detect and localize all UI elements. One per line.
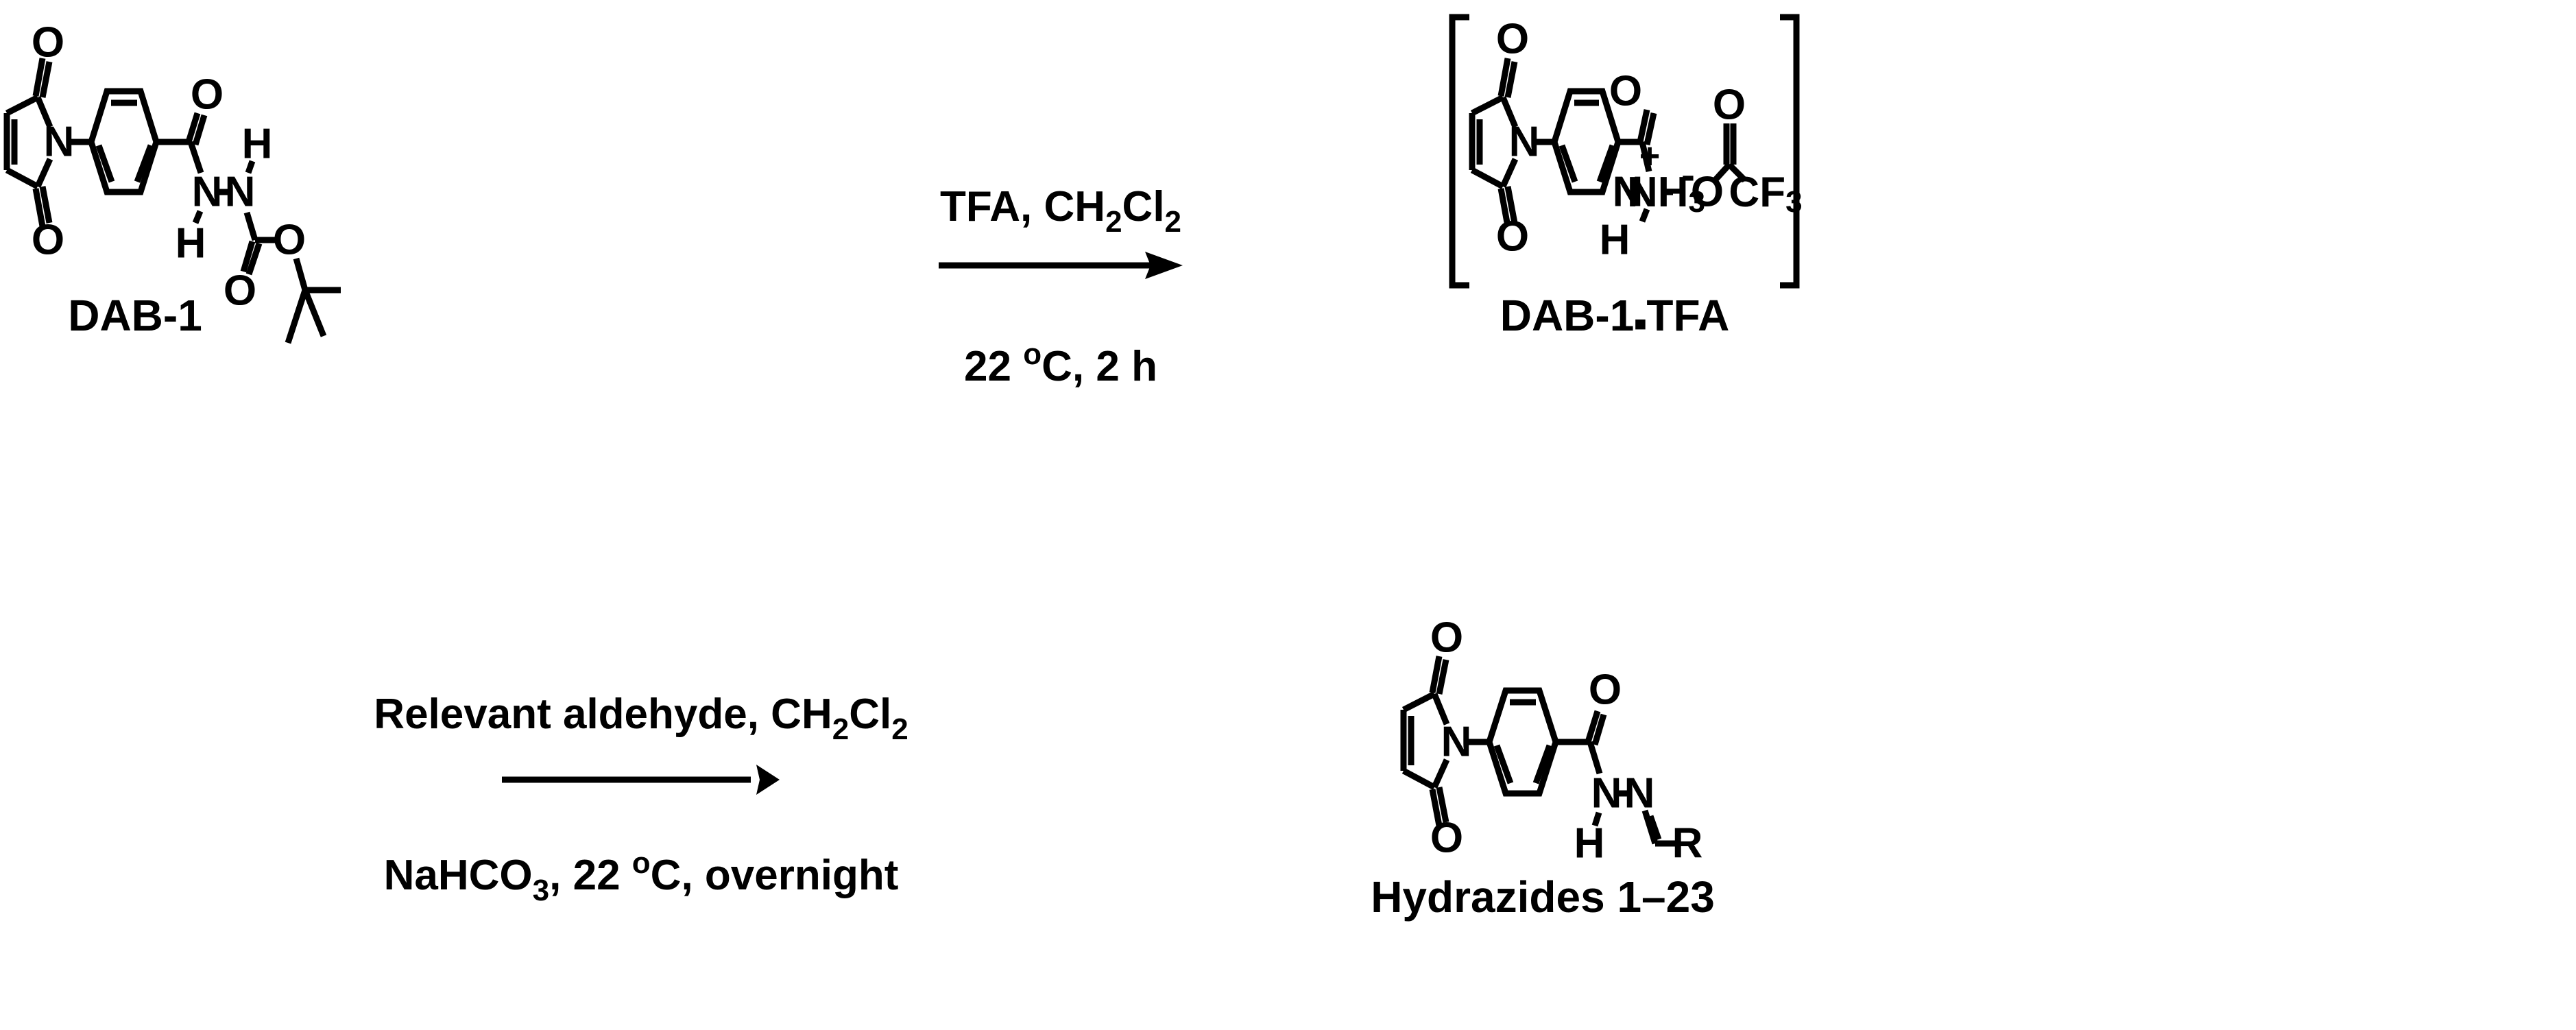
atom-n: N	[1624, 770, 1655, 817]
bracket-left	[1449, 14, 1469, 289]
reaction-step-2: Relevant aldehyde, CH2Cl2 NaHCO3, 22 oC,…	[374, 691, 908, 907]
conditions-above: Relevant aldehyde, CH2Cl2	[374, 691, 908, 746]
atom-n: N	[1441, 719, 1472, 766]
atom-o: O	[1496, 16, 1529, 63]
atom-o: O	[1496, 213, 1529, 261]
atom-h: H	[1600, 217, 1630, 264]
atom-n: N	[192, 169, 223, 216]
atom-o: O	[1713, 82, 1746, 129]
compound-dab1: O O N O N H N H O O DAB-1	[3, 19, 341, 344]
atom-n: N	[44, 119, 75, 166]
compound-dab1-tfa: O O N O N H NH3 + - O O CF3 DAB-1■TFA	[1449, 14, 1803, 340]
atom-n: N	[1613, 169, 1644, 216]
atom-o: O	[1589, 667, 1622, 714]
atom-r: R	[1672, 820, 1703, 867]
atom-o: O	[32, 217, 64, 264]
compound-hydrazides: O O N O N H N R Hydrazides 1–23	[1371, 614, 1715, 922]
compound-label: DAB-1■TFA	[1500, 291, 1730, 340]
conditions-below: 22 oC, 2 h	[964, 337, 1157, 390]
compound-label: Hydrazides 1–23	[1371, 872, 1715, 922]
arrowhead-icon	[756, 765, 780, 795]
conditions-below: NaHCO3, 22 oC, overnight	[384, 846, 899, 907]
charge-plus: +	[1639, 136, 1660, 176]
atom-h: H	[176, 220, 206, 267]
atom-o: O	[273, 217, 306, 264]
atom-h: H	[242, 121, 273, 168]
atom-h: H	[1574, 820, 1605, 867]
atom-o: O	[191, 71, 224, 119]
atom-o: O	[1691, 169, 1724, 216]
atom-o: O	[1430, 614, 1463, 662]
atom-n: N	[1509, 119, 1540, 166]
charge-minus: -	[1681, 152, 1695, 198]
compound-label: DAB-1	[68, 291, 202, 340]
conditions-above: TFA, CH2Cl2	[940, 183, 1181, 239]
atom-cf3: CF3	[1729, 169, 1802, 219]
atom-o: O	[224, 267, 256, 315]
reaction-step-1: TFA, CH2Cl2 22 oC, 2 h	[939, 183, 1183, 390]
arrowhead-icon	[1145, 252, 1183, 279]
atom-o: O	[1430, 815, 1463, 862]
atom-o: O	[32, 19, 64, 67]
atom-o: O	[1609, 68, 1642, 115]
atom-n: N	[1591, 770, 1622, 817]
atom-n: N	[225, 169, 256, 216]
bracket-right	[1780, 14, 1800, 289]
atom-nh3: NH3	[1627, 169, 1705, 219]
